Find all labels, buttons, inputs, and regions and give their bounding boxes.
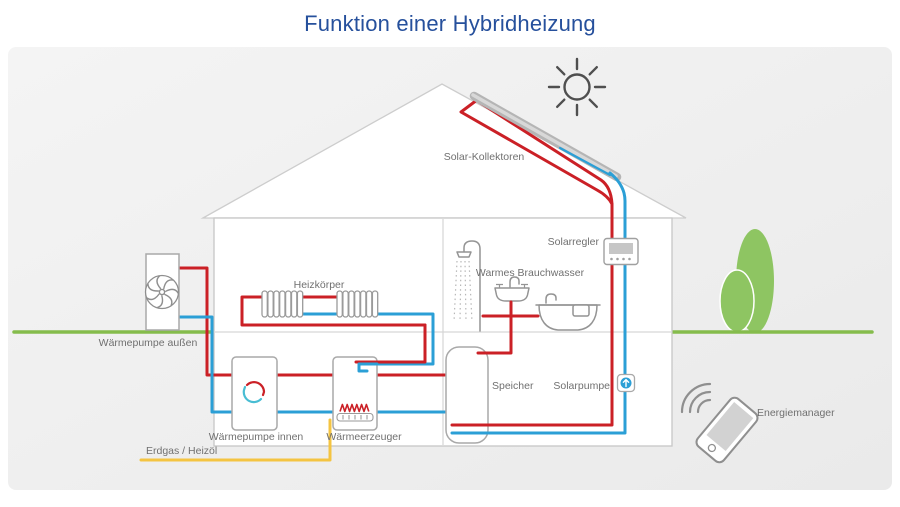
bush-front [719, 269, 755, 333]
house [200, 83, 687, 447]
cold-pipes-front [357, 362, 379, 373]
label-radiator: Heizkörper [294, 279, 345, 291]
gas-oil-pipe [139, 418, 332, 462]
page-title: Funktion einer Hybridheizung [304, 11, 596, 36]
hot-pipes-back [176, 266, 447, 377]
tub-ledge [572, 304, 590, 317]
solar-controller-unit [603, 237, 639, 266]
sun-icon [547, 57, 607, 117]
radiator-supply-pipe [240, 295, 427, 327]
label-heat-pump-outdoor: Wärmepumpe außen [99, 337, 198, 349]
label-heat-pump-indoor: Wärmepumpe innen [209, 431, 304, 443]
label-solar-collectors: Solar-Kollektoren [444, 151, 525, 163]
radiators [261, 290, 379, 318]
diagram-labels: Solar-Kollektoren Solarregler Warmes Bra… [99, 151, 835, 457]
heat-pump-outdoor-unit [144, 253, 180, 331]
heatpump-supply-pipe [176, 266, 447, 377]
sink-faucet-icon [509, 276, 520, 288]
label-warm-water: Warmes Brauchwasser [476, 267, 585, 279]
fuel-pipe [139, 418, 332, 462]
controller-buttons [610, 257, 631, 261]
solar-pump-icon [616, 373, 636, 393]
storage-tank [445, 346, 489, 444]
bushes [719, 229, 774, 333]
label-heat-generator: Wärmeerzeuger [326, 431, 402, 443]
flame-icon [339, 403, 370, 413]
radiator-right [336, 290, 379, 318]
solar-cold-pipe [450, 171, 627, 435]
shower-head-icon [456, 251, 472, 258]
radiator-drop-pipe [354, 323, 427, 364]
fan-icon [144, 274, 180, 310]
label-energy-manager: Energiemanager [757, 407, 835, 419]
solar-collector [450, 91, 627, 435]
radiator-left [261, 290, 304, 318]
label-storage: Speicher [492, 380, 534, 392]
boiler-return-hook [357, 362, 379, 373]
label-solar-pump: Solarpumpe [553, 380, 610, 392]
energy-manager-device [680, 382, 759, 464]
sink [494, 276, 530, 302]
burner-tray [336, 412, 374, 422]
cycle-icon [242, 381, 266, 404]
shower [453, 240, 481, 332]
smartphone-icon [695, 396, 759, 464]
label-gas-oil: Erdgas / Heizöl [146, 445, 217, 457]
hot-water-pipe [476, 300, 540, 355]
tub-faucet-icon [545, 293, 557, 304]
label-solar-controller: Solarregler [548, 236, 600, 248]
hot-pipes-front [354, 300, 540, 364]
bathtub [535, 293, 601, 331]
heat-generator-unit [332, 356, 378, 431]
heatpump-return-pipe [176, 315, 447, 414]
heat-pump-indoor-unit [231, 356, 278, 431]
controller-screen [609, 243, 633, 254]
wifi-icon [680, 382, 712, 414]
shower-spray [453, 260, 473, 323]
